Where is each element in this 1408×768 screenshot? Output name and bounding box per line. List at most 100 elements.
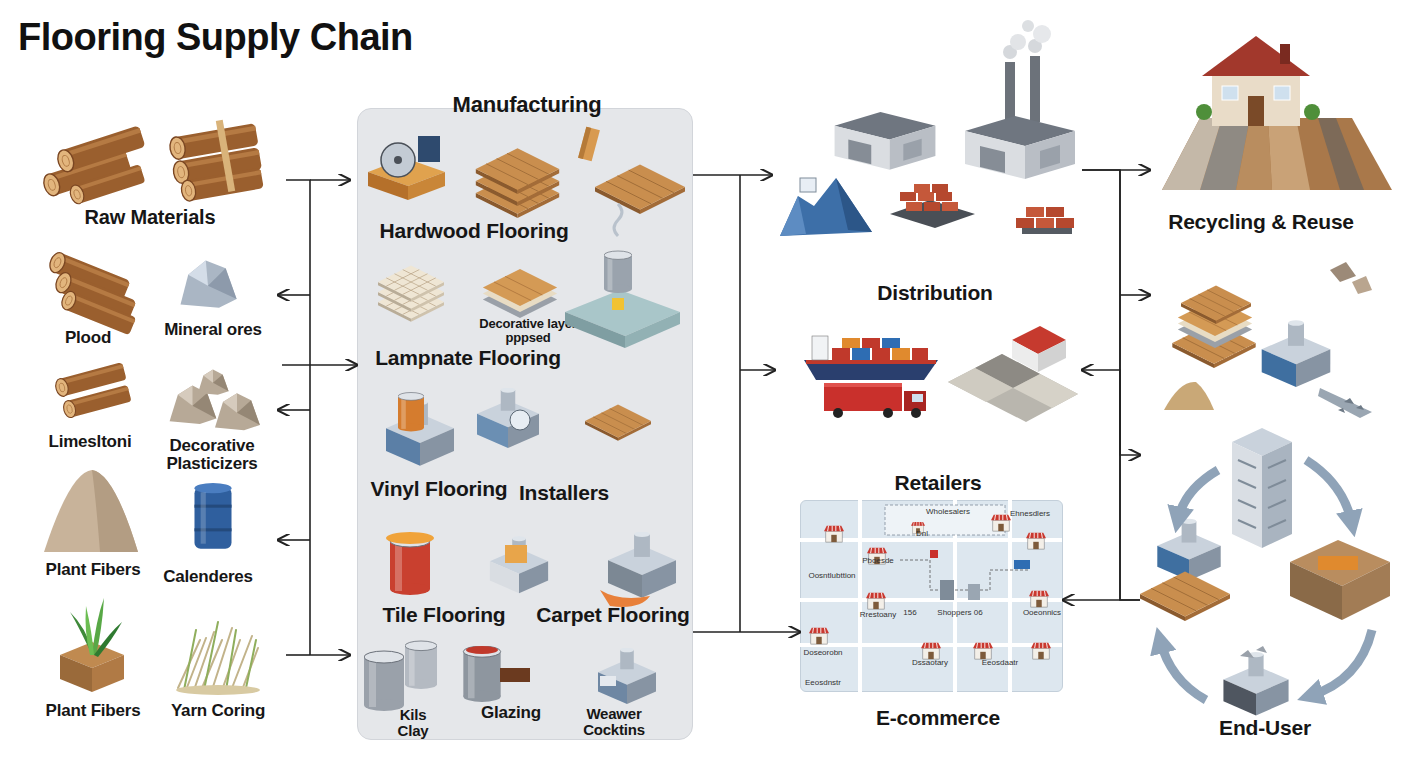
house-floor-icon	[1200, 118, 1250, 190]
stone-pile-icon	[780, 178, 872, 236]
flow-arrow	[1063, 599, 1140, 601]
plasticizer-rock-icon	[198, 370, 229, 395]
house-floor-icon	[1268, 118, 1310, 190]
house-floor-icon	[1236, 118, 1272, 190]
end-user-cycle-icon	[1306, 460, 1352, 524]
plant-box-icon	[60, 642, 124, 668]
sand-pile-icon	[44, 470, 138, 552]
brick-pallet-icon	[890, 184, 975, 228]
recycling-pile-icon	[1338, 398, 1364, 413]
map-label: Eeosdnstr	[805, 678, 841, 687]
node-text: E-commerce	[876, 707, 1000, 730]
node-text: Decorative Plasticizers	[156, 437, 268, 474]
plood-icon	[47, 250, 136, 335]
end-user-cycle-icon	[1318, 556, 1358, 570]
node-text: Carpet Flooring	[536, 604, 689, 627]
factory-icon	[1003, 45, 1017, 59]
ship-icon	[804, 336, 938, 380]
end-user-cycle-icon	[1223, 652, 1288, 716]
stone-pile-icon	[800, 178, 816, 192]
brick-pallet-icon	[906, 202, 922, 211]
node-heading: Distribution	[877, 282, 992, 305]
stone-pile-icon	[780, 196, 806, 236]
map-label: Dnl	[916, 529, 928, 538]
bracket-left	[310, 179, 350, 181]
node-heading: Manufacturing	[453, 93, 602, 117]
brick-pallet-icon	[932, 184, 948, 193]
floor-depot-icon	[1012, 326, 1066, 354]
brick-pallet-icon	[890, 200, 975, 228]
node-heading: Recycling & Reuse	[1168, 211, 1354, 234]
ship-icon	[912, 348, 928, 360]
recycling-pile-icon	[1318, 388, 1372, 418]
plant-box-icon	[60, 655, 92, 692]
bracket-left	[278, 294, 310, 296]
map-label: Wholesalers	[926, 507, 970, 516]
floor-depot-icon	[948, 326, 1078, 422]
end-user-cycle-icon	[1157, 519, 1220, 581]
factory-icon	[1030, 56, 1040, 122]
truck-icon	[911, 408, 921, 418]
factory-icon	[1010, 34, 1026, 50]
end-user-group: End-User	[1140, 425, 1402, 745]
house-floor-icon	[1162, 118, 1392, 190]
node-text: Plant Fibers	[46, 561, 141, 579]
mineral-ore-icon	[181, 261, 237, 308]
end-user-cycle-icon	[1238, 460, 1286, 528]
ship-icon	[812, 336, 828, 360]
warehouse-icon	[835, 112, 936, 170]
map-label: Eeosdaatr	[982, 658, 1018, 667]
bracket-left	[286, 180, 310, 655]
manufacturing-panel: ManufacturingHardwood FlooringDecorative…	[357, 108, 693, 740]
node-text: Calenderes	[163, 568, 253, 586]
brick-pallet-icon	[936, 192, 952, 201]
floor-depot-icon	[948, 368, 1013, 402]
diagram-title: Flooring Supply Chain	[18, 16, 413, 59]
floor-depot-icon	[1013, 374, 1078, 408]
recycling-pile-icon	[1172, 322, 1255, 368]
factory-icon	[965, 20, 1075, 179]
map-label: Shoppers 06	[937, 608, 982, 617]
retail-map-roads	[800, 500, 1062, 692]
flow-arrow	[1082, 170, 1140, 455]
map-label: Rrestoany	[860, 610, 896, 619]
bracket-right	[1120, 294, 1150, 296]
barrel-icon	[194, 483, 231, 549]
end-user-cycle-icon	[1310, 630, 1372, 696]
factory-icon	[1028, 39, 1042, 53]
node-text: Plood	[65, 329, 111, 347]
house-floor-icon	[1304, 104, 1320, 120]
node-text: Vinyl Flooring	[371, 478, 508, 501]
truck-icon	[883, 408, 893, 418]
raw-logs-icon	[172, 147, 262, 184]
flow-arrow	[693, 174, 772, 176]
ship-icon	[832, 348, 850, 360]
node-text: Mineral ores	[164, 321, 262, 339]
plasticizer-rock-icon	[170, 386, 217, 425]
raw-logs-icon	[41, 120, 264, 206]
truck-icon	[912, 394, 923, 402]
map-label: Ehnesdlers	[1010, 509, 1050, 518]
bracket-middle	[739, 175, 741, 632]
barrel-icon	[194, 483, 231, 549]
floor-depot-icon	[975, 354, 1040, 388]
plasticizer-rock-icon	[215, 393, 260, 430]
house-floor-icon	[1222, 86, 1238, 100]
bracket-left	[310, 654, 350, 656]
flow-arrow	[1082, 169, 1150, 171]
house-floor-icon	[1318, 118, 1364, 190]
raw-logs-icon	[41, 149, 131, 197]
end-user-cycle-icon	[1240, 646, 1267, 658]
truck-icon	[824, 383, 902, 387]
node-text: Glazing	[481, 704, 541, 722]
truck-icon	[904, 391, 926, 411]
recycling-pile-icon	[1178, 299, 1252, 348]
brick-pallet-icon	[942, 202, 958, 211]
raw-logs-icon	[68, 164, 145, 205]
node-text: Lampnate Flooring	[375, 347, 561, 370]
bracket-left	[278, 409, 310, 411]
warehouse-icon	[835, 112, 936, 170]
node-text: Decorative layer pppsed	[472, 317, 584, 345]
sand-pile-icon	[44, 470, 138, 552]
